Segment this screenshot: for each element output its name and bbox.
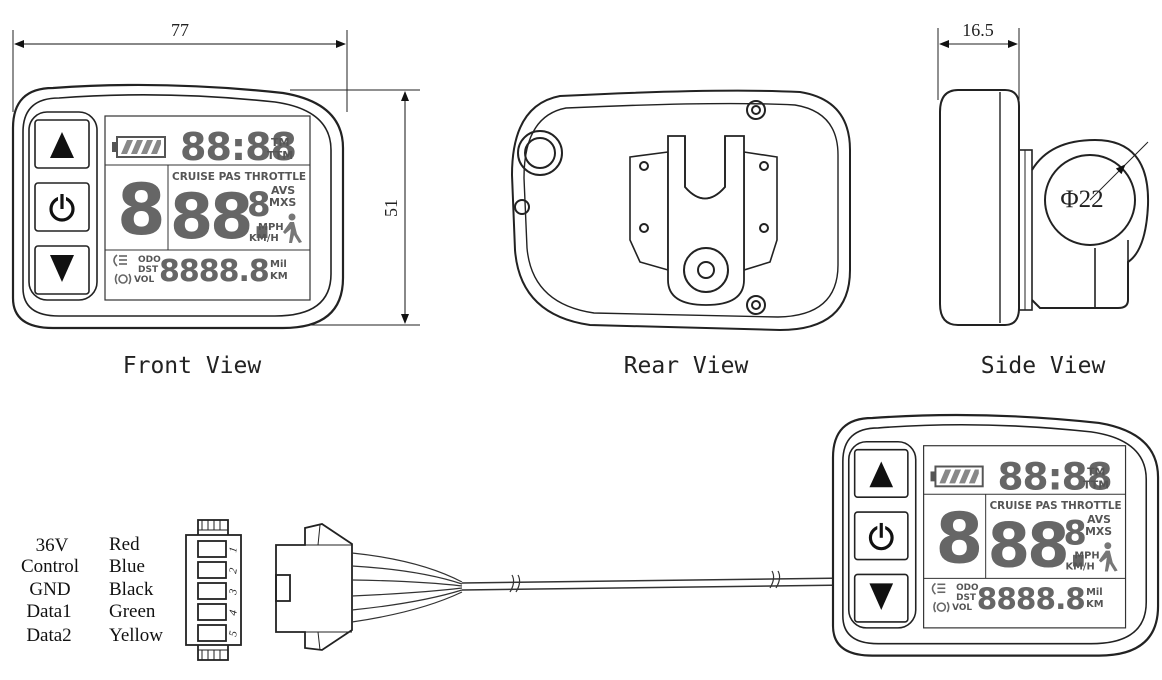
mxs-label: MXS [1085,525,1112,538]
tm-label: TM [1087,465,1105,478]
walk-assist-icon [1098,542,1118,572]
vol-label: VOL [134,275,154,285]
mph-label: MPH [1074,551,1099,562]
wire-legend: 36V Control GND Data1 Data2 Red Blue Bla… [21,534,163,646]
wire-color-label: Black [109,579,154,600]
front-display-body: 88:88 TM TTM 8 CRUISE PAS THROTTLE 88. 8… [11,83,345,330]
connected-display-body: 88:88 TM TTM 8 CRUISE PAS THROTTLE 88. 8… [831,413,1160,658]
kmh-label: KM/H [1065,561,1094,572]
speed-decimal: 8 [1063,514,1086,553]
ttm-label: TTM [267,149,293,162]
clamp-diameter: Φ22 [1060,186,1103,213]
mph-label: MPH [258,222,284,233]
width-dimension: 77 [171,20,189,40]
pin-number: 3 [227,588,240,597]
front-view: 77 51 88:88 TM TTM 8 CRUISE PAS THROTTLE… [11,20,420,379]
wire-color-label: Red [109,534,140,555]
odometer-readout: 8888.8 [977,582,1085,616]
headlight-icon [113,254,127,267]
clock-readout: 88:88 [997,454,1111,498]
pin-number: 1 [227,546,240,554]
odometer-readout: 8888.8 [159,254,269,289]
pin-number: 4 [227,609,240,617]
pin-numbers: 1 2 3 4 5 [227,546,240,638]
speed-decimal: 8 [247,185,271,225]
dst-label: DST [956,593,976,603]
signal-label: Data1 [26,601,71,622]
pin-number: 2 [227,567,240,575]
side-view [937,28,1150,326]
signal-label: GND [29,579,70,600]
wire-color-label: Green [109,601,156,622]
mode-labels: CRUISE PAS THROTTLE [990,500,1122,512]
assist-level-digit: 8 [117,169,166,251]
odo-label: ODO [138,255,161,265]
clock-readout: 88:88 [180,125,296,169]
pin-number: 5 [227,630,240,638]
mil-label: Mil [1086,587,1103,598]
headlight-icon [931,582,946,595]
dst-label: DST [138,265,159,275]
ttm-label: TTM [1083,478,1109,491]
speed-readout: 88. [170,180,271,253]
speed-readout: 88. [988,510,1087,581]
depth-dimension: 16.5 [962,20,994,40]
odo-label: ODO [956,583,979,593]
signal-label: Control [21,556,79,577]
wire-bundle [351,552,851,623]
front-view-label: Front View [123,353,262,379]
connector-face [185,519,242,661]
avs-label: AVS [1087,513,1111,526]
walk-assist-icon [283,213,302,243]
mode-labels: CRUISE PAS THROTTLE [172,171,306,183]
tm-label: TM [271,136,289,149]
km-label: KM [1086,599,1103,610]
height-dimension: 51 [381,199,401,217]
warning-icon [933,601,950,613]
avs-label: AVS [271,184,295,197]
mxs-label: MXS [269,196,296,209]
mil-label: Mil [270,259,287,270]
assist-level-digit: 8 [935,499,983,579]
rear-view-label: Rear View [624,353,749,379]
vol-label: VOL [952,603,972,613]
side-view-label: Side View [981,353,1106,379]
signal-label: 36V [36,535,69,556]
km-label: KM [270,271,288,282]
wire-color-label: Blue [109,556,145,577]
rear-view [510,89,851,332]
kmh-label: KM/H [249,233,279,244]
connector-side [275,523,353,651]
warning-icon [114,273,132,285]
signal-label: Data2 [26,625,71,646]
wire-color-label: Yellow [109,625,163,646]
